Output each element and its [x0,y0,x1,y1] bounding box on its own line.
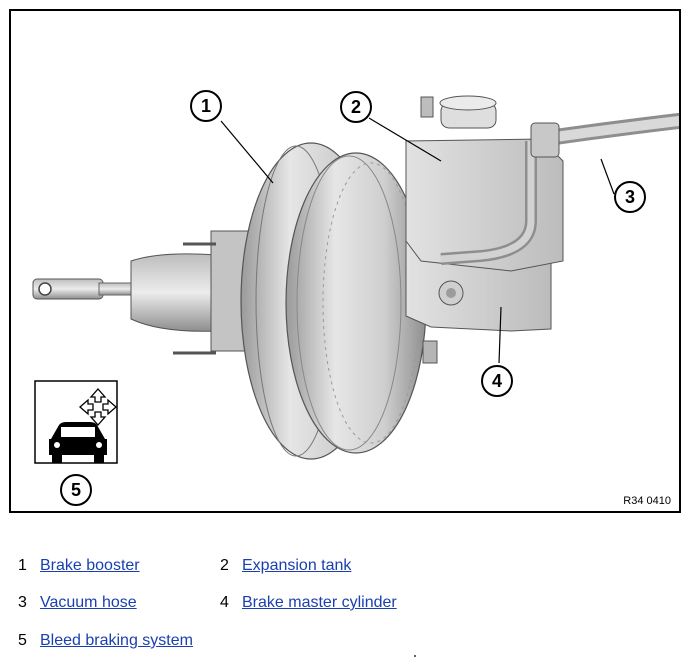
callout-1: 1 [190,90,222,122]
four-way-arrows-icon [79,388,117,426]
stray-dot [414,655,416,657]
technical-illustration: 1 2 3 4 5 R34 0410 [9,9,681,513]
bleed-system-pictogram [34,380,118,464]
callout-2: 2 [340,91,372,123]
legend-number: 3 [18,594,27,611]
leader-lines [220,117,615,364]
callout-3: 3 [614,181,646,213]
car-icon [49,422,107,463]
brake-assembly-drawing [32,95,679,464]
legend-item-brake-master-cylinder: 4 Brake master cylinder [220,594,397,612]
brake-booster-shell [240,142,427,460]
push-rod [32,278,140,300]
link-brake-booster[interactable]: Brake booster [40,557,140,574]
link-bleed-braking-system[interactable]: Bleed braking system [40,632,193,649]
legend-item-vacuum-hose: 3 Vacuum hose [18,594,137,612]
legend-number: 5 [18,632,27,649]
legend-item-expansion-tank: 2 Expansion tank [220,557,351,575]
booster-rear-housing [130,230,252,355]
legend-number: 1 [18,557,27,574]
legend-item-bleed-braking-system: 5 Bleed braking system [18,632,193,650]
legend-number: 4 [220,594,229,611]
link-vacuum-hose[interactable]: Vacuum hose [40,594,137,611]
link-expansion-tank[interactable]: Expansion tank [242,557,352,574]
legend-number: 2 [220,557,229,574]
legend-item-brake-booster: 1 Brake booster [18,557,140,575]
vacuum-hose [440,113,679,265]
figure-reference-code: R34 0410 [623,495,671,507]
expansion-tank [405,95,564,272]
callout-5: 5 [60,474,92,506]
callout-4: 4 [481,365,513,397]
link-brake-master-cylinder[interactable]: Brake master cylinder [242,594,397,611]
